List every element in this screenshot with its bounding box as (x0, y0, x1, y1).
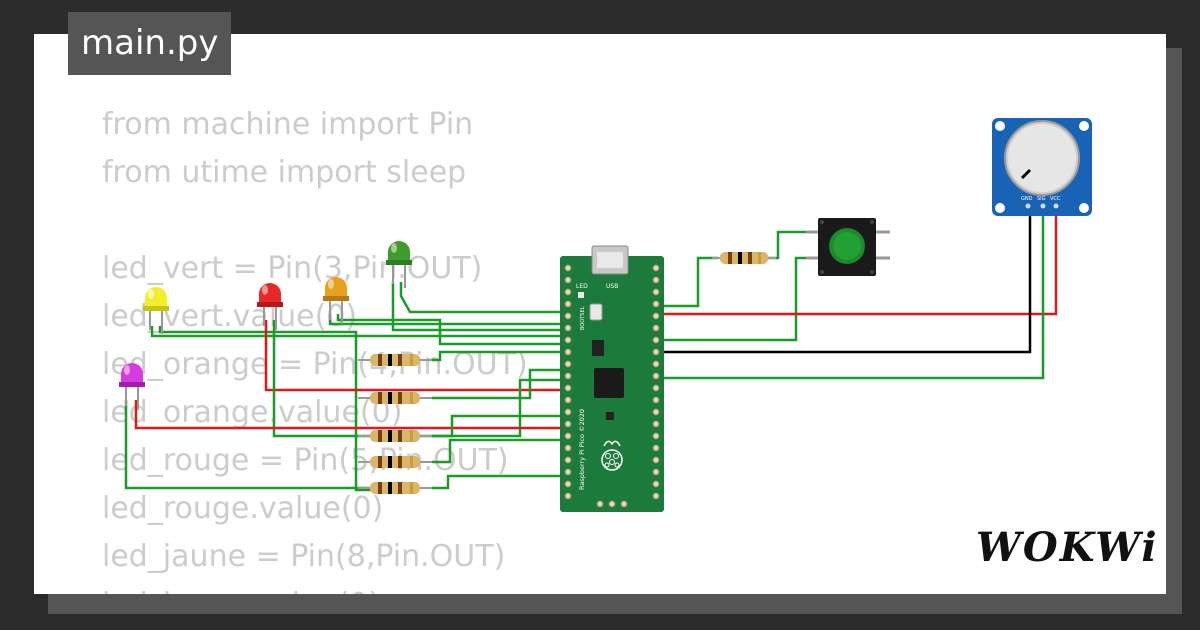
resistor (358, 482, 432, 494)
bootsel-label: BOOTSEL (580, 306, 586, 330)
pico-silkscreen: Raspberry Pi Pico ©2020 (578, 409, 586, 490)
rp2040-chip (594, 368, 624, 398)
bootsel-button[interactable] (589, 303, 603, 321)
code-line: from utime import sleep (102, 155, 467, 190)
pico-pins-left (564, 264, 572, 500)
wire-res5 (432, 474, 566, 490)
wire-orange-led-2 (336, 314, 566, 346)
wire-red-led (264, 320, 566, 392)
code-line: led_vert.value(0) (102, 299, 358, 334)
wire-button-bottom (656, 256, 818, 342)
wire-green-led-cathode (391, 282, 566, 332)
pico-pins-bottom (596, 500, 628, 508)
code-preview: from machine import Pin from utime import… (68, 101, 1166, 594)
raspberry-pi-pico[interactable]: LED USB BOOTSEL Raspberry Pi Pico ©2020 (560, 245, 664, 512)
wire-pot-gnd (656, 208, 1032, 354)
wires (124, 208, 1058, 492)
code-line: led_jaune.value(0) (102, 581, 380, 594)
wire-res4 (432, 438, 566, 464)
resistor (358, 430, 432, 442)
resistor (358, 354, 432, 366)
led-yellow[interactable] (143, 287, 169, 334)
wire-button-resistor (656, 256, 718, 308)
wire-pot-vcc (656, 208, 1058, 316)
resistor (358, 392, 432, 404)
wire-pot-sig (656, 208, 1045, 380)
wokwi-logo: WOKWi (976, 524, 1159, 571)
code-line: led_rouge.value(0) (102, 491, 384, 526)
flash-chip (592, 340, 604, 356)
led-orange[interactable] (323, 277, 349, 324)
potentiometer[interactable]: GND SIG VCC (992, 118, 1092, 216)
usb-label: USB (606, 283, 618, 290)
resistor-button (712, 252, 776, 264)
wire-yellow-led-2 (158, 326, 383, 492)
wire-yellow-led (150, 326, 566, 338)
led-green[interactable] (386, 241, 412, 288)
code-line: led_jaune = Pin(8,Pin.OUT) (102, 539, 506, 574)
pot-pin-vcc: VCC (1050, 196, 1061, 202)
resistor (358, 456, 432, 468)
file-tab[interactable]: main.py (68, 12, 232, 75)
code-line: from machine import Pin (102, 107, 474, 142)
wire-res2 (432, 368, 566, 400)
wire-button-top (768, 230, 818, 260)
onboard-led (578, 292, 584, 298)
led-label: LED (576, 283, 588, 290)
code-line: led_orange.value(0) (102, 395, 403, 430)
led-red[interactable] (257, 283, 283, 330)
code-line: led_vert = Pin(3,Pin.OUT) (102, 251, 483, 286)
wire-magenta-led (134, 400, 566, 430)
wire-red-led-cathode (272, 320, 566, 438)
pot-pin-gnd: GND (1021, 196, 1033, 202)
wire-res1 (432, 350, 566, 362)
raspberry-logo-icon (601, 440, 623, 471)
push-button[interactable] (806, 218, 890, 276)
led-magenta[interactable] (119, 363, 145, 410)
wire-magenta-led-2 (124, 400, 370, 490)
wire-res3 (432, 414, 566, 438)
pico-pins-right (652, 264, 660, 500)
resistors (358, 252, 776, 494)
wire-green-led-anode (399, 282, 566, 314)
pot-pin-sig: SIG (1037, 196, 1046, 202)
